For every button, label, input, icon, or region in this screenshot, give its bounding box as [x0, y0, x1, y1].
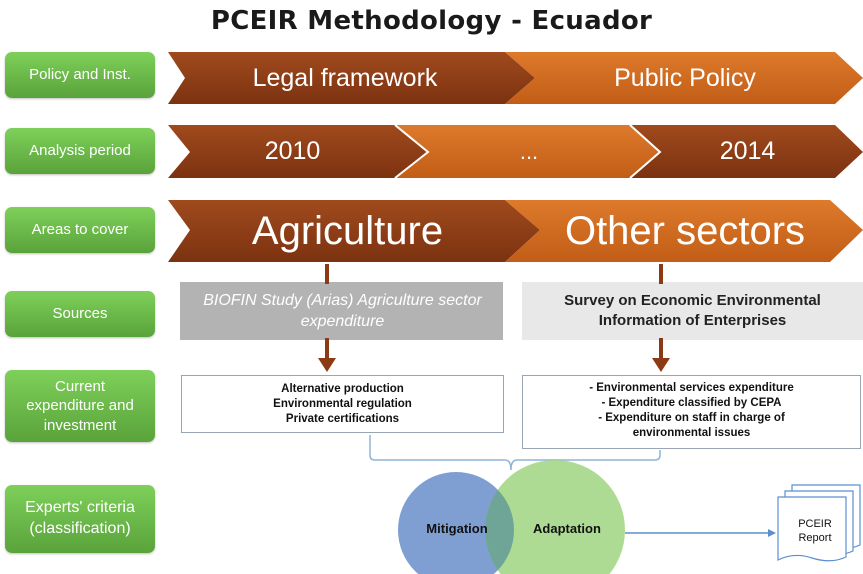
report-doc-front — [777, 496, 847, 562]
arrow-label-legal-framework: Legal framework — [252, 63, 438, 92]
arrow-label-public-policy: Public Policy — [614, 63, 756, 92]
arrow-label-ellipsis: ... — [519, 138, 539, 164]
expenditure-left-item: Private certifications — [285, 413, 400, 425]
arrow-2010 — [168, 125, 428, 178]
source-right-box — [522, 282, 863, 340]
brace — [369, 435, 661, 471]
expenditure-left-item: Environmental regulation — [273, 398, 412, 410]
page-title: PCEIR Methodology - Ecuador — [210, 6, 653, 36]
report-arrowhead — [768, 529, 776, 537]
chevron-line-2 — [629, 124, 662, 179]
mitigation-circle — [398, 472, 514, 574]
venn-label-mitigation: Mitigation — [426, 521, 488, 536]
report-label: PCEIR Report — [798, 518, 832, 544]
row-label-policy: Policy and Inst. — [5, 52, 155, 98]
source-right-text: Survey on Economic Environmental Informa… — [564, 292, 821, 329]
arrow-label-agriculture: Agriculture — [251, 208, 444, 253]
arrow-label-2014: 2014 — [719, 137, 776, 165]
arrowhead-agri — [318, 358, 336, 372]
adaptation-circle — [485, 460, 625, 574]
arrowhead-other — [652, 358, 670, 372]
venn-label-adaptation: Adaptation — [533, 521, 601, 536]
expenditure-right-item: - Expenditure on staff in charge of envi… — [598, 412, 785, 439]
source-left-text: BIOFIN Study (Arias) Agriculture sector … — [203, 292, 482, 330]
arrow-public-policy — [505, 52, 863, 104]
row-label-period: Analysis period — [5, 128, 155, 174]
expenditure-right-item: - Environmental services expenditure — [589, 382, 794, 394]
expenditure-right-item: - Expenditure classified by CEPA — [601, 397, 782, 409]
arrow-label-2010: 2010 — [264, 137, 321, 165]
expenditure-left-item: Alternative production — [281, 383, 404, 395]
row-label-expenditure: Current expenditure and investment — [5, 370, 155, 442]
arrow-label-other-sectors: Other sectors — [564, 208, 806, 253]
arrow-legal-framework — [168, 52, 535, 104]
arrow-ellipsis — [395, 125, 660, 178]
row-label-experts: Experts' criteria (classification) — [5, 485, 155, 553]
chevron-line-1 — [394, 124, 430, 179]
arrow-2014 — [630, 125, 863, 178]
expenditure-right-box: - Environmental services expenditure - E… — [522, 375, 861, 449]
arrow-other-sectors — [505, 200, 863, 262]
arrow-agriculture — [168, 200, 540, 262]
expenditure-left-box: Alternative production Environmental reg… — [181, 375, 504, 433]
source-left-box — [180, 282, 503, 340]
row-label-sources: Sources — [5, 291, 155, 337]
row-label-areas: Areas to cover — [5, 207, 155, 253]
